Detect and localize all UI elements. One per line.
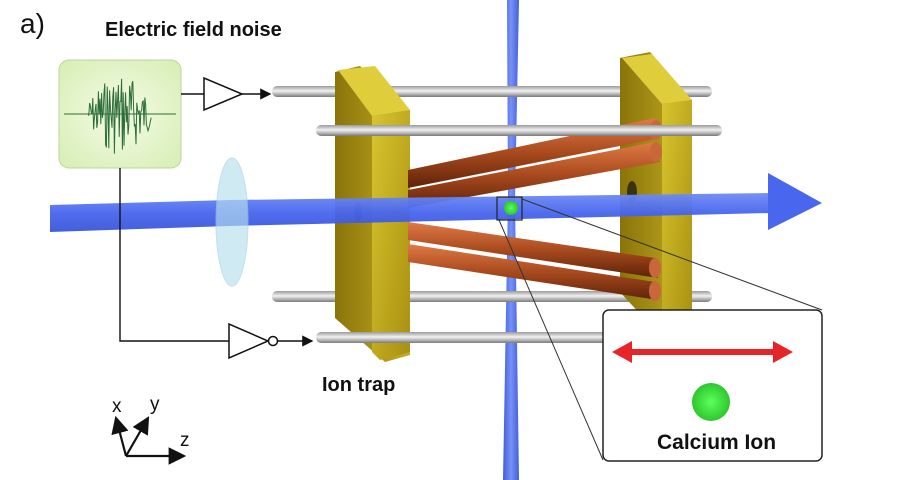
inverter-triangle-icon <box>228 322 279 360</box>
amplifier-triangle-icon <box>203 76 244 112</box>
calcium-ion-inset <box>602 309 823 462</box>
noise-title: Electric field noise <box>105 19 282 41</box>
coordinate-axes <box>111 415 187 465</box>
calcium-ion-label: Calcium Ion <box>657 431 777 454</box>
calcium-ion-large <box>692 383 730 421</box>
copper-electrodes <box>408 118 662 301</box>
axis-label-z: z <box>180 430 190 451</box>
noise-waveform-icon <box>87 78 152 154</box>
lens <box>215 157 249 287</box>
ion-trap-label: Ion trap <box>322 374 396 396</box>
panel-label: a) <box>20 8 45 39</box>
zoom-line-left <box>498 219 604 461</box>
axis-label-y: y <box>150 394 160 415</box>
ion-focus-box <box>496 196 523 221</box>
axis-label-x: x <box>112 396 122 417</box>
trapped-ion <box>504 201 518 215</box>
zoom-line-right <box>521 198 823 311</box>
noise-generator <box>58 59 182 169</box>
signal-wires <box>119 88 314 347</box>
